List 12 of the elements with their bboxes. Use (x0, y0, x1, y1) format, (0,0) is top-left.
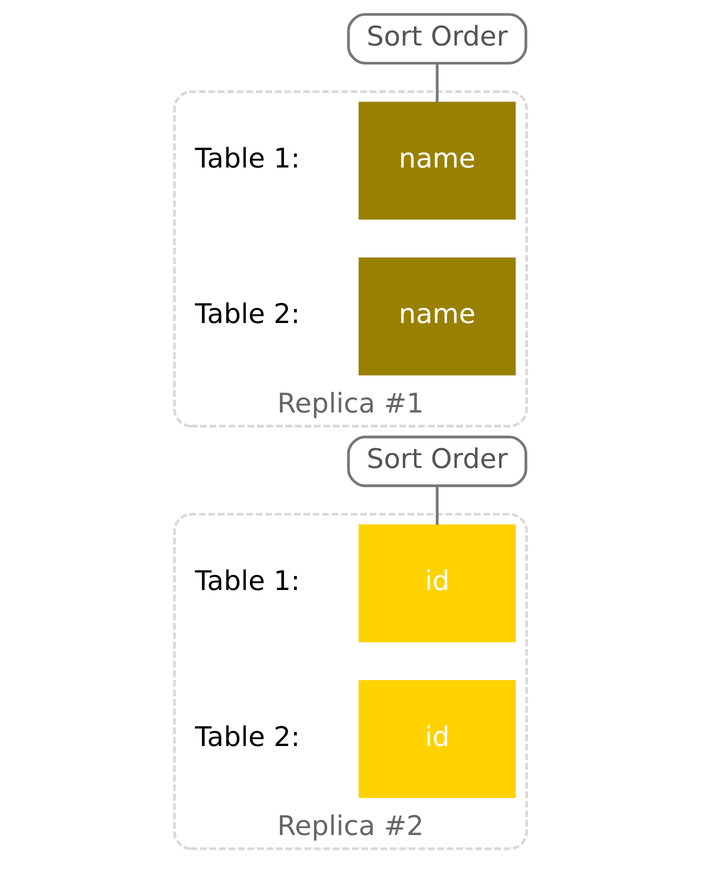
node-box: Sort Order (347, 12, 528, 64)
node-box: name (358, 101, 516, 220)
node-box: Sort Order (347, 435, 528, 487)
node-box: id (358, 524, 516, 642)
node-box: id (358, 680, 516, 798)
node-label: Table 2: (195, 721, 300, 752)
connector (436, 63, 439, 102)
node-label: Table 1: (195, 566, 300, 597)
node-label: Table 1: (195, 142, 300, 174)
connector (436, 486, 439, 524)
node-box: name (358, 257, 516, 375)
node-label: Table 2: (195, 298, 300, 330)
